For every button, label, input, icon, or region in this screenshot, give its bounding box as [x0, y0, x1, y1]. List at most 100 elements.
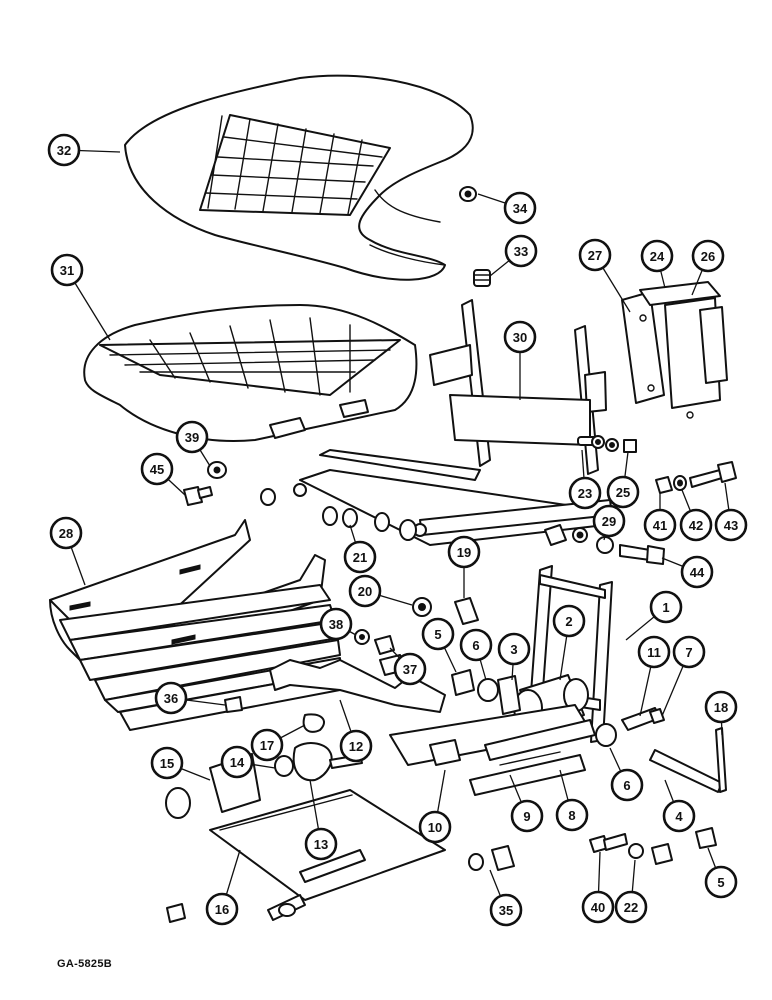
callout-17: 17 — [250, 728, 284, 762]
callout-number: 43 — [724, 518, 738, 533]
callout-34: 34 — [503, 191, 537, 225]
callout-circle — [704, 690, 738, 724]
callout-43: 43 — [714, 508, 748, 542]
callout-number: 30 — [513, 330, 527, 345]
back-bracket-assembly — [621, 281, 728, 419]
callout-32: 32 — [47, 133, 81, 167]
callout-circle — [418, 810, 452, 844]
cap-part — [459, 186, 477, 202]
callout-2: 2 — [552, 604, 586, 638]
callout-6: 6 — [459, 628, 493, 662]
callout-number: 5 — [434, 627, 441, 642]
nut-and-bushing-left — [451, 669, 499, 702]
callout-27: 27 — [578, 238, 612, 272]
callout-38: 38 — [319, 607, 353, 641]
callout-number: 7 — [685, 645, 692, 660]
slide-rail-assembly — [389, 704, 596, 796]
callout-circle — [680, 555, 714, 589]
callout-circle — [714, 508, 748, 542]
callout-25: 25 — [606, 475, 640, 509]
callout-number: 10 — [428, 820, 442, 835]
callout-number: 14 — [230, 755, 245, 770]
washer-and-nut-left — [354, 629, 395, 655]
callout-circle — [503, 191, 537, 225]
callout-number: 25 — [616, 485, 630, 500]
seat-base-pan — [83, 304, 418, 442]
callout-21: 21 — [343, 540, 377, 574]
bottom-hardware — [468, 833, 673, 871]
callout-16: 16 — [205, 892, 239, 926]
callout-19: 19 — [447, 535, 481, 569]
callout-circle — [504, 234, 538, 268]
callout-circle — [154, 681, 188, 715]
callout-number: 39 — [185, 430, 199, 445]
callout-number: 17 — [260, 738, 274, 753]
callout-14: 14 — [220, 745, 254, 779]
callout-number: 35 — [499, 903, 513, 918]
callout-39: 39 — [175, 420, 209, 454]
callout-41: 41 — [643, 508, 677, 542]
callout-20: 20 — [348, 574, 382, 608]
callout-circle — [640, 239, 674, 273]
callout-number: 19 — [457, 545, 471, 560]
callout-circle — [304, 827, 338, 861]
callout-number: 41 — [653, 518, 667, 533]
callout-3: 3 — [497, 632, 531, 666]
callout-number: 29 — [602, 514, 616, 529]
callout-circle — [421, 617, 455, 651]
callout-circle — [578, 238, 612, 272]
callout-28: 28 — [49, 516, 83, 550]
spring-insert — [473, 269, 491, 287]
callout-26: 26 — [691, 239, 725, 273]
callout-number: 3 — [510, 642, 517, 657]
callout-number: 1 — [662, 600, 669, 615]
callout-circle — [250, 728, 284, 762]
right-linkage-parts — [595, 707, 727, 849]
callout-circle — [552, 604, 586, 638]
seat-cushion-cover — [124, 74, 474, 281]
callout-circle — [510, 799, 544, 833]
callout-circle — [555, 798, 589, 832]
callout-10: 10 — [418, 810, 452, 844]
callout-15: 15 — [150, 746, 184, 780]
callout-circle — [691, 239, 725, 273]
callout-12: 12 — [339, 729, 373, 763]
callout-11: 11 — [637, 635, 671, 669]
callout-18: 18 — [704, 690, 738, 724]
callout-number: 44 — [690, 565, 705, 580]
callout-37: 37 — [393, 652, 427, 686]
callout-circle — [672, 635, 706, 669]
callout-number: 45 — [150, 462, 164, 477]
callout-8: 8 — [555, 798, 589, 832]
callout-number: 13 — [314, 837, 328, 852]
callout-circle — [319, 607, 353, 641]
callout-45: 45 — [140, 452, 174, 486]
callout-circle — [49, 516, 83, 550]
callout-9: 9 — [510, 799, 544, 833]
callout-number: 40 — [591, 900, 605, 915]
callout-number: 21 — [353, 550, 367, 565]
callout-circle — [489, 893, 523, 927]
callout-30: 30 — [503, 320, 537, 354]
callout-7: 7 — [672, 635, 706, 669]
callout-number: 42 — [689, 518, 703, 533]
callout-circle — [614, 890, 648, 924]
callout-number: 23 — [578, 486, 592, 501]
callout-number: 8 — [568, 808, 575, 823]
callout-number: 15 — [160, 756, 174, 771]
callout-number: 38 — [329, 617, 343, 632]
callout-circle — [220, 745, 254, 779]
callout-40: 40 — [581, 890, 615, 924]
callout-circle — [592, 504, 626, 538]
callout-number: 5 — [717, 875, 724, 890]
callout-number: 32 — [57, 143, 71, 158]
callout-24: 24 — [640, 239, 674, 273]
seat-frame — [293, 299, 613, 546]
callout-circle — [150, 746, 184, 780]
callout-circle — [205, 892, 239, 926]
fastener-cluster-upper — [577, 435, 637, 453]
callout-number: 2 — [565, 614, 572, 629]
callout-circle — [503, 320, 537, 354]
callout-number: 4 — [675, 809, 683, 824]
